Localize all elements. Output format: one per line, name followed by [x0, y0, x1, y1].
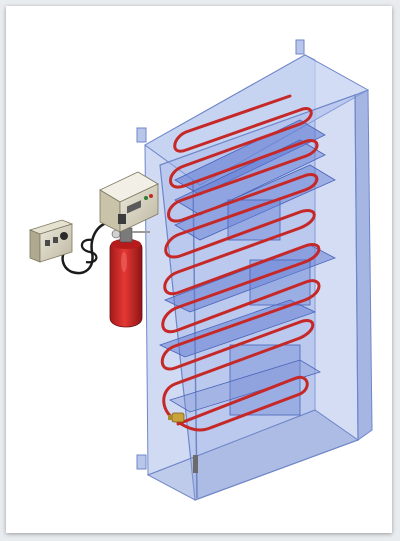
- indicator-light-1: [45, 240, 50, 246]
- door-latch: [193, 455, 198, 473]
- detection-tube-icon: [160, 94, 321, 432]
- mounting-tab-left-upper: [136, 127, 147, 143]
- manual-switch: [60, 232, 68, 240]
- cable-coil: [80, 238, 98, 264]
- cabinet-base-shelf: [169, 359, 321, 413]
- shelf-5: [158, 299, 317, 358]
- switch-panel-icon: [28, 219, 74, 263]
- extinguisher-cylinder-icon: [109, 227, 150, 328]
- indicator-light-2: [53, 237, 58, 243]
- signal-cable: [61, 220, 112, 275]
- control-box-led-red: [149, 194, 153, 198]
- nozzle-icon: [168, 412, 185, 423]
- control-box-terminal: [118, 214, 126, 224]
- mounting-tab-top-right: [295, 39, 305, 55]
- mounting-tab-left-lower: [136, 454, 147, 470]
- control-box-display: [127, 200, 141, 214]
- control-box-icon: [99, 171, 159, 233]
- cabinet-bottom: [146, 409, 360, 501]
- control-box-led-green: [144, 196, 148, 200]
